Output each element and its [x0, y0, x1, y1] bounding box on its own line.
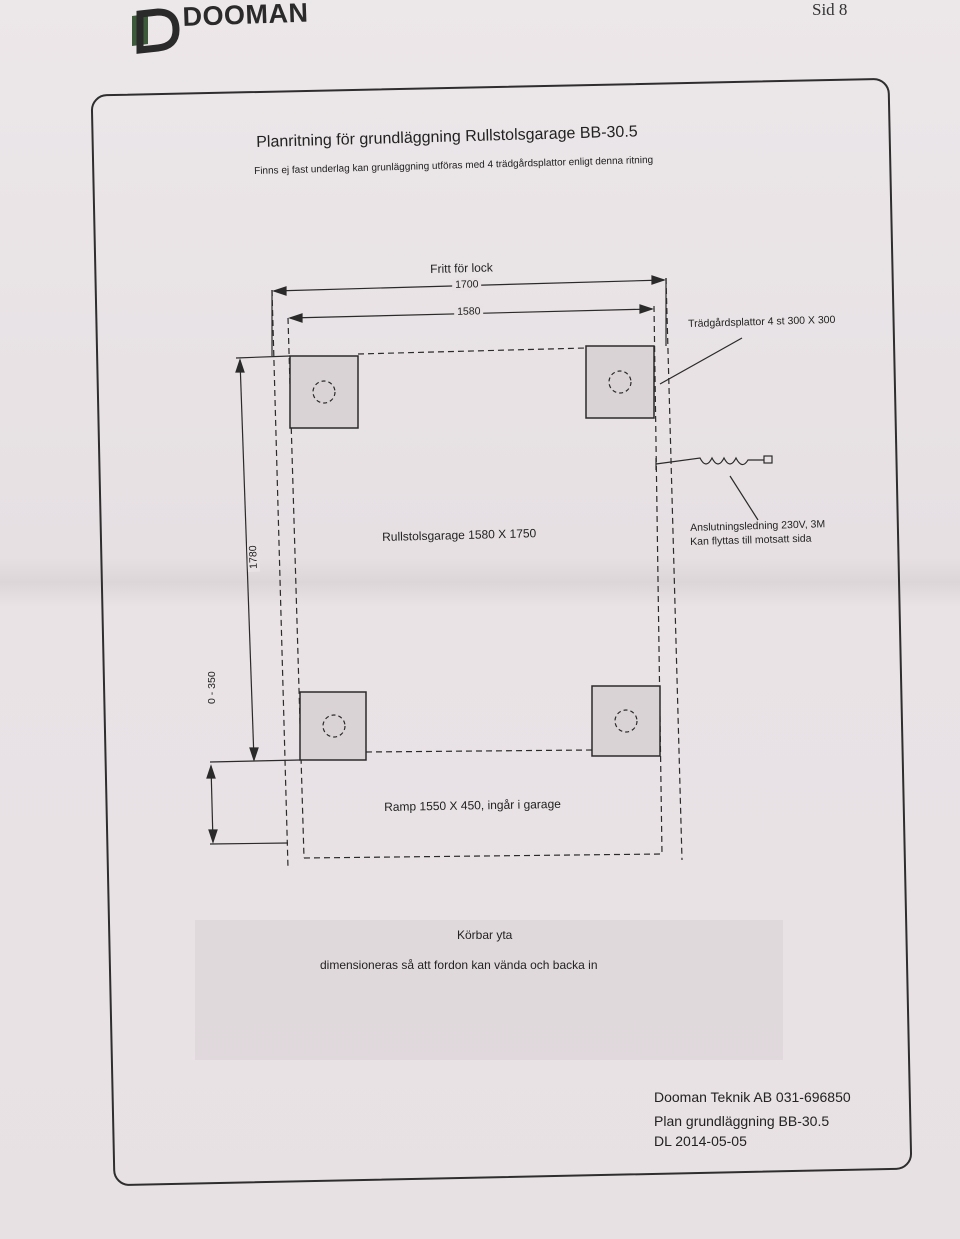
slab-bottom-right — [591, 685, 661, 757]
driveable-area-shade — [195, 920, 783, 1060]
slab-top-left — [289, 355, 359, 429]
page-number: Sid 8 — [812, 0, 848, 19]
slab-bottom-left — [299, 691, 367, 761]
dim-inner-width: 1580 — [454, 305, 484, 318]
footer-plan-name: Plan grundläggning BB-30.5 — [654, 1113, 830, 1129]
dim-depth: 1780 — [246, 542, 260, 572]
driveable-area-title: Körbar yta — [457, 928, 513, 942]
dooman-logo-icon — [132, 8, 180, 54]
footer-date: DL 2014-05-05 — [654, 1133, 747, 1149]
slab-top-right — [585, 345, 655, 419]
slab-center-mark — [322, 714, 346, 738]
slab-center-mark — [614, 709, 638, 733]
dim-outer-width: 1700 — [452, 278, 482, 291]
slab-center-mark — [312, 380, 336, 404]
footer-company: Dooman Teknik AB 031-696850 — [654, 1089, 851, 1105]
dim-ramp-range: 0 - 350 — [206, 671, 218, 704]
driveable-area-text: dimensioneras så att fordon kan vända oc… — [320, 958, 598, 972]
slab-center-mark — [608, 370, 632, 394]
lid-clearance-label: Fritt för lock — [430, 260, 493, 276]
